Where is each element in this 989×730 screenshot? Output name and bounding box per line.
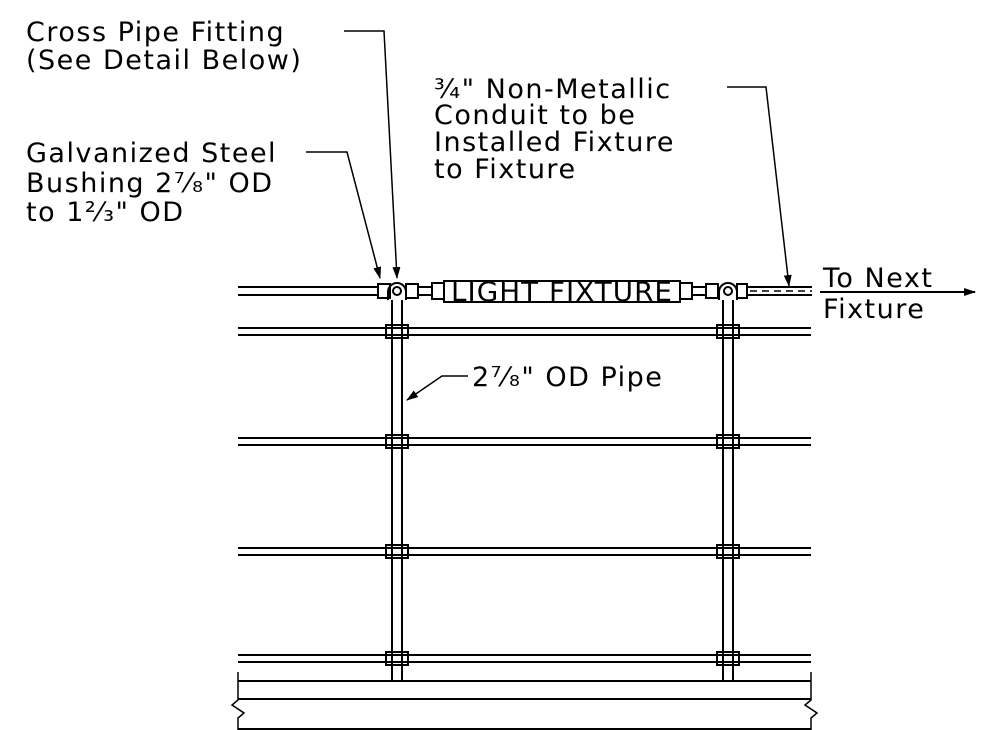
to-next-label-line1: To Next	[822, 263, 933, 294]
right-cross-fitting	[705, 282, 748, 300]
conduit-label-line3: Installed Fixture	[434, 127, 675, 158]
conduit-leader	[727, 86, 792, 287]
light-fixture-box: LIGHT FIXTURE	[443, 277, 706, 308]
conduit-label-line2: Conduit to be	[434, 100, 636, 131]
cross-fitting-label-line2: (See Detail Below)	[26, 45, 302, 76]
bushing-label-line1: Galvanized Steel	[26, 138, 277, 169]
to-next-label-line2: Fixture	[823, 294, 925, 325]
conduit-label-line4: to Fixture	[434, 154, 577, 185]
right-post	[722, 300, 734, 680]
cross-fitting-leader	[344, 30, 401, 279]
conduit-label-line1: ¾" Non-Metallic	[434, 74, 672, 105]
base-slab	[230, 672, 819, 730]
pipe-leader	[406, 375, 468, 401]
post-collars	[385, 324, 740, 666]
bushing-label-line2: Bushing 2⁷⁄₈" OD	[26, 168, 274, 199]
top-rail-left	[238, 286, 378, 296]
cross-fitting-label-line1: Cross Pipe Fitting	[26, 17, 285, 48]
bushing-label-line3: to 1²⁄₃" OD	[26, 197, 185, 228]
bushing-leader	[306, 151, 382, 279]
conduit-to-next	[747, 286, 976, 296]
horizontal-rails	[238, 327, 811, 663]
light-fixture-label: LIGHT FIXTURE	[451, 277, 673, 308]
pipe-label: 2⁷⁄₈" OD Pipe	[472, 362, 663, 393]
left-post	[391, 300, 403, 680]
left-cross-fitting	[377, 282, 445, 300]
